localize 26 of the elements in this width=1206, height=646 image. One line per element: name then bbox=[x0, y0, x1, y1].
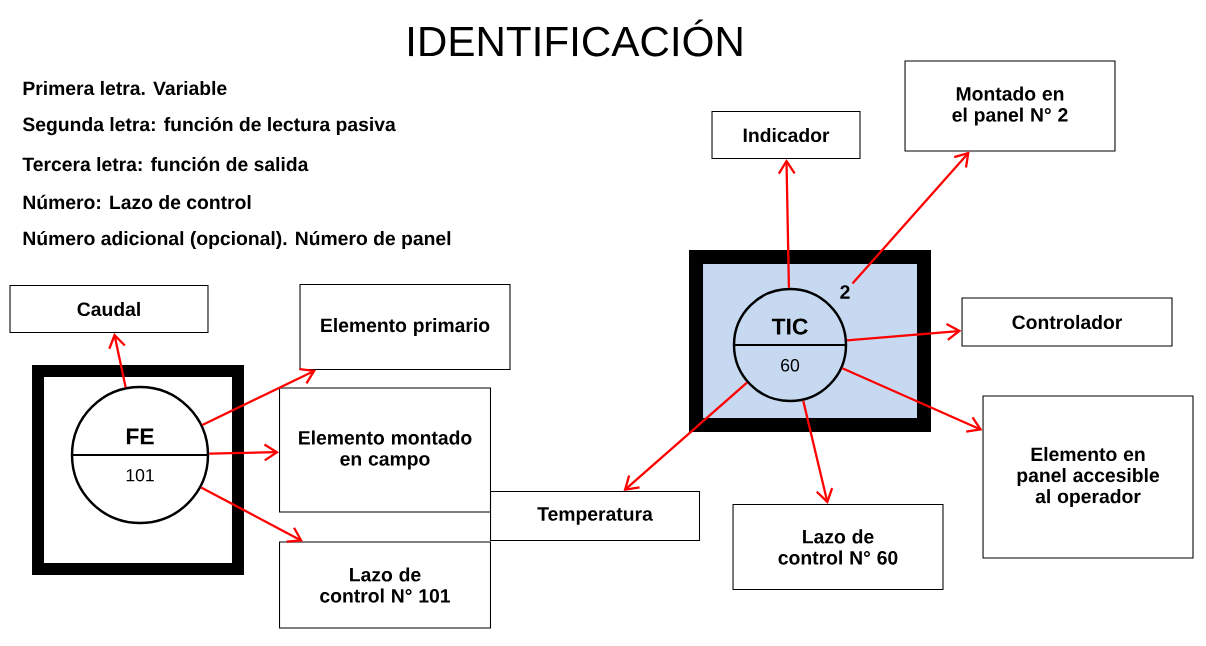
title: IDENTIFICACIÓN bbox=[409, 19, 742, 57]
label-box: Montado en el panel N° 2 bbox=[904, 60, 1116, 152]
label-box: Temperatura bbox=[490, 491, 700, 542]
arrow bbox=[777, 159, 796, 288]
label-box: Controlador bbox=[961, 297, 1173, 347]
label-box: Elemento primario bbox=[299, 284, 511, 370]
panel-number: 2 bbox=[840, 285, 850, 299]
legend-text: Tercera letra: función de salida bbox=[22, 156, 309, 172]
legend-text: Primera letra. Variable bbox=[23, 80, 227, 96]
arrow bbox=[846, 323, 962, 342]
arrow bbox=[851, 151, 970, 285]
legend-text: Número: Lazo de control bbox=[23, 194, 251, 210]
arrow bbox=[209, 443, 279, 462]
arrow bbox=[841, 367, 983, 433]
label-box: Lazo de control N° 60 bbox=[732, 504, 944, 591]
legend-text: Número adicional (opcional). Número de panel bbox=[23, 230, 451, 250]
arrow bbox=[623, 381, 748, 491]
label-box: Elemento en panel accesible al operador bbox=[982, 395, 1194, 559]
legend-text: Segunda letra: función de lectura pasiva bbox=[22, 116, 396, 136]
label-box: Indicador bbox=[711, 111, 861, 160]
label-box: Caudal bbox=[9, 285, 209, 334]
label-box: Lazo de control N° 101 bbox=[279, 541, 491, 629]
label-box: Elemento montado en campo bbox=[279, 387, 491, 513]
arrow bbox=[200, 486, 304, 543]
arrow bbox=[108, 333, 127, 388]
arrow bbox=[201, 368, 316, 426]
